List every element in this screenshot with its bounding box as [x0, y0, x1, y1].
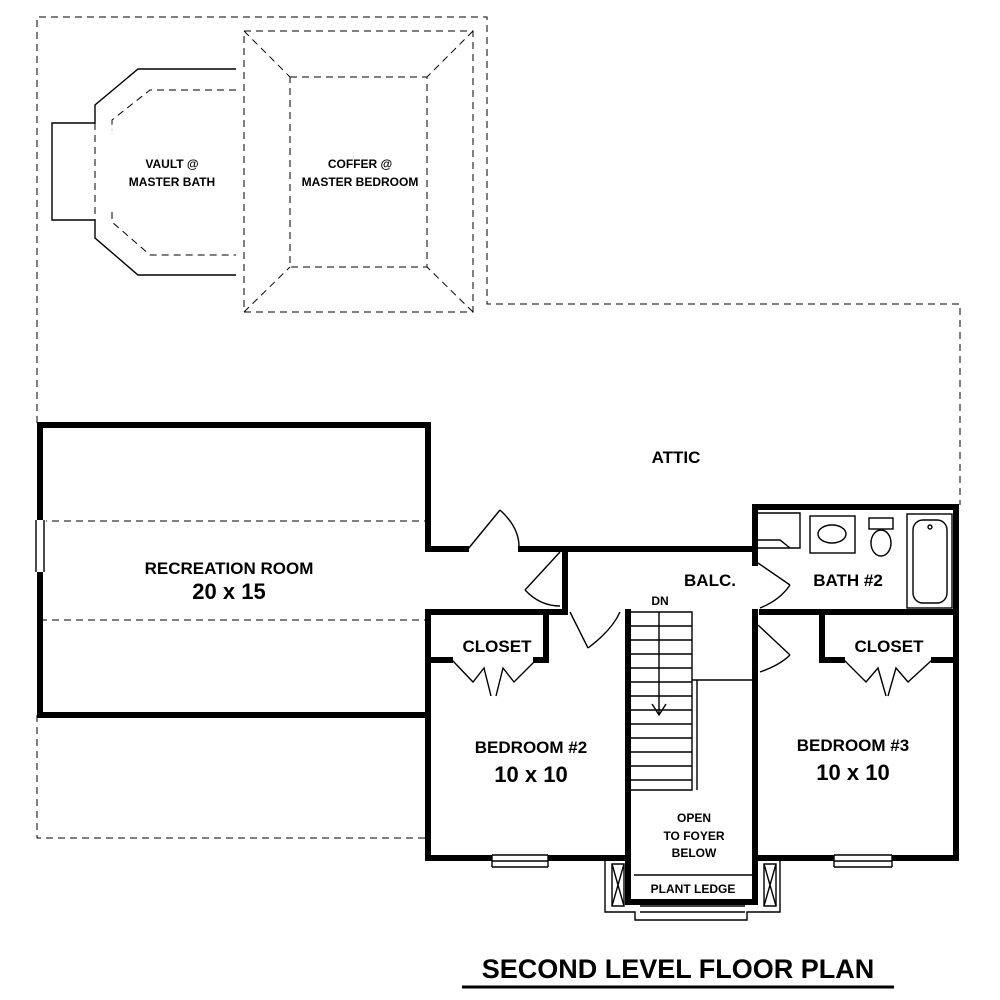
bedroom-2-size: 10 x 10: [494, 762, 567, 787]
plan-title: SECOND LEVEL FLOOR PLAN: [482, 954, 875, 984]
vault-label-line2: MASTER BATH: [129, 175, 215, 189]
bedroom-2-name: BEDROOM #2: [475, 738, 587, 757]
bedroom-3: [752, 609, 959, 905]
vault-outline: [51, 68, 236, 276]
plant-ledge: [604, 858, 781, 921]
coffer-outline: [243, 30, 474, 313]
bath-2-label: BATH #2: [813, 571, 883, 590]
bedroom-2: [425, 549, 631, 905]
recreation-room-name: RECREATION ROOM: [145, 559, 314, 578]
roof-outline: [36, 16, 961, 839]
plant-ledge-label: PLANT LEDGE: [651, 882, 736, 896]
attic-label: ATTIC: [652, 448, 701, 467]
stair-open-foyer: [625, 609, 758, 905]
open-foyer-line1: OPEN: [677, 811, 711, 825]
attic-wall: [425, 509, 758, 607]
bedroom-3-size: 10 x 10: [816, 760, 889, 785]
closet-right-label: CLOSET: [855, 637, 925, 656]
stair-dn-label: DN: [651, 594, 668, 608]
recreation-room-size: 20 x 15: [192, 579, 265, 604]
vault-label-line1: VAULT @: [145, 157, 198, 171]
closet-left-label: CLOSET: [463, 637, 533, 656]
open-foyer-line2: TO FOYER: [663, 829, 724, 843]
bath-2: [752, 504, 959, 628]
bedroom-3-name: BEDROOM #3: [797, 736, 909, 755]
balcony-label: BALC.: [684, 571, 736, 590]
open-foyer-line3: BELOW: [672, 846, 717, 860]
coffer-label-line2: MASTER BEDROOM: [302, 175, 419, 189]
coffer-label-line1: COFFER @: [328, 157, 392, 171]
